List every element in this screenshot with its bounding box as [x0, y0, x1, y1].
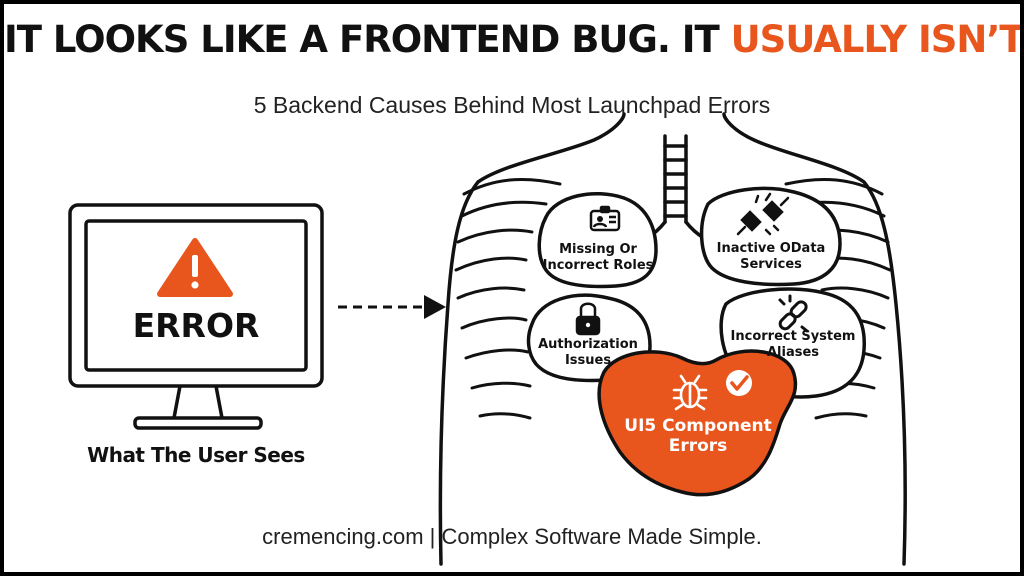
monitor-caption: What The User Sees [87, 443, 305, 467]
warning-triangle-icon [157, 238, 233, 297]
cause-roles-line2: Incorrect Roles [543, 258, 654, 273]
illustration: ERROR What The User Sees [68, 112, 907, 566]
cause-aliases-line2: Aliases [767, 345, 819, 360]
organ-missing-roles [537, 191, 658, 289]
dashed-arrow [338, 295, 446, 319]
organ-inactive-odata [699, 186, 842, 287]
cause-auth-line1: Authorization [538, 337, 638, 352]
unplugged-icon [736, 192, 790, 236]
ribs-left [454, 177, 562, 420]
cause-odata-line2: Services [740, 257, 802, 272]
cause-ui5-line2: Errors [669, 436, 728, 456]
footer: cremencing.com | Complex Software Made S… [262, 524, 762, 549]
headline: IT LOOKS LIKE A FRONTEND BUG. IT USUALLY… [4, 18, 1020, 61]
id-badge-icon [589, 205, 621, 232]
broken-link-icon [778, 294, 809, 333]
headline-accent: USUALLY ISN’T. [730, 18, 1020, 61]
cause-odata-line1: Inactive OData [717, 241, 826, 256]
headline-main: IT LOOKS LIKE A FRONTEND BUG. IT [4, 18, 731, 61]
cause-auth-line2: Issues [565, 353, 611, 368]
bug-icon [672, 374, 708, 411]
cause-aliases-line1: Incorrect System [731, 329, 856, 344]
checkmark-icon [726, 370, 752, 396]
cause-ui5-line1: UI5 Component [624, 416, 771, 436]
subtitle: 5 Backend Causes Behind Most Launchpad E… [253, 92, 771, 118]
error-label: ERROR [133, 306, 260, 345]
cause-roles-line1: Missing Or [559, 242, 637, 257]
padlock-icon [575, 302, 601, 336]
infographic-frame: IT LOOKS LIKE A FRONTEND BUG. IT USUALLY… [4, 4, 1020, 572]
